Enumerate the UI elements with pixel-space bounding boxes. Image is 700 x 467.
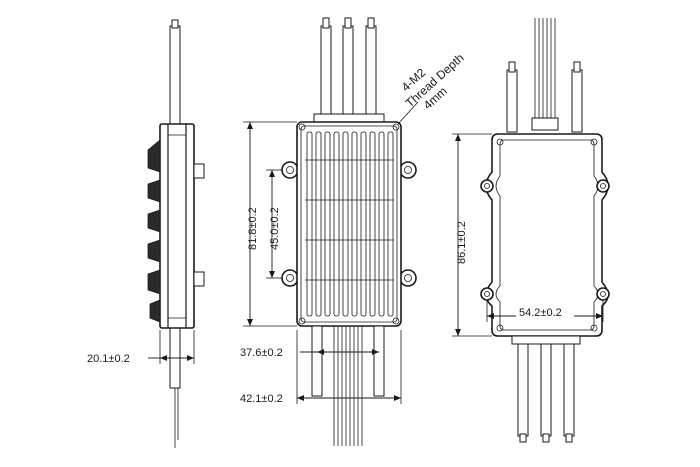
front-width-label: 42.1±0.2 — [240, 393, 283, 405]
dim-front-height: 81.8±0.2 — [243, 121, 297, 327]
dim-side-thickness: 20.1±0.2 — [87, 330, 195, 365]
side-view: 20.1±0.2 — [87, 19, 205, 448]
front-bottom-wires — [311, 325, 385, 446]
front-heatsink-fins — [305, 131, 394, 317]
side-connector-lower — [193, 271, 205, 287]
back-view: 86.1±0.2 54.2±0.2 — [452, 18, 610, 443]
dim-front-hole-spacing: 45.0±0.2 — [266, 169, 282, 279]
back-bottom-wires — [511, 335, 581, 443]
back-height-label: 86.1±0.2 — [456, 221, 468, 264]
side-body — [159, 123, 195, 329]
front-motor-spacing-label: 37.6±0.2 — [240, 347, 283, 359]
dim-back-hole-spacing: 54.2±0.2 — [486, 300, 604, 322]
front-top-wires — [313, 17, 385, 123]
dim-back-height: 86.1±0.2 — [452, 133, 492, 337]
front-height-label: 81.8±0.2 — [247, 207, 259, 250]
front-view: 4-M2 Thread Depth 4mm 81.8±0.2 45.0±0.2 … — [240, 17, 467, 446]
back-top-wires — [506, 18, 583, 133]
side-heatsink-fins — [147, 139, 161, 323]
dim-front-motor-spacing: 37.6±0.2 — [240, 347, 379, 359]
front-hole-spacing-label: 45.0±0.2 — [269, 207, 281, 250]
front-body — [296, 121, 402, 327]
back-hole-spacing-label: 54.2±0.2 — [519, 307, 562, 319]
side-connector-upper — [193, 163, 205, 179]
side-top-wire — [169, 25, 181, 125]
dim-front-width: 42.1±0.2 — [240, 330, 402, 405]
side-thickness-label: 20.1±0.2 — [87, 353, 130, 365]
thread-annotation: 4-M2 Thread Depth 4mm — [397, 51, 467, 125]
